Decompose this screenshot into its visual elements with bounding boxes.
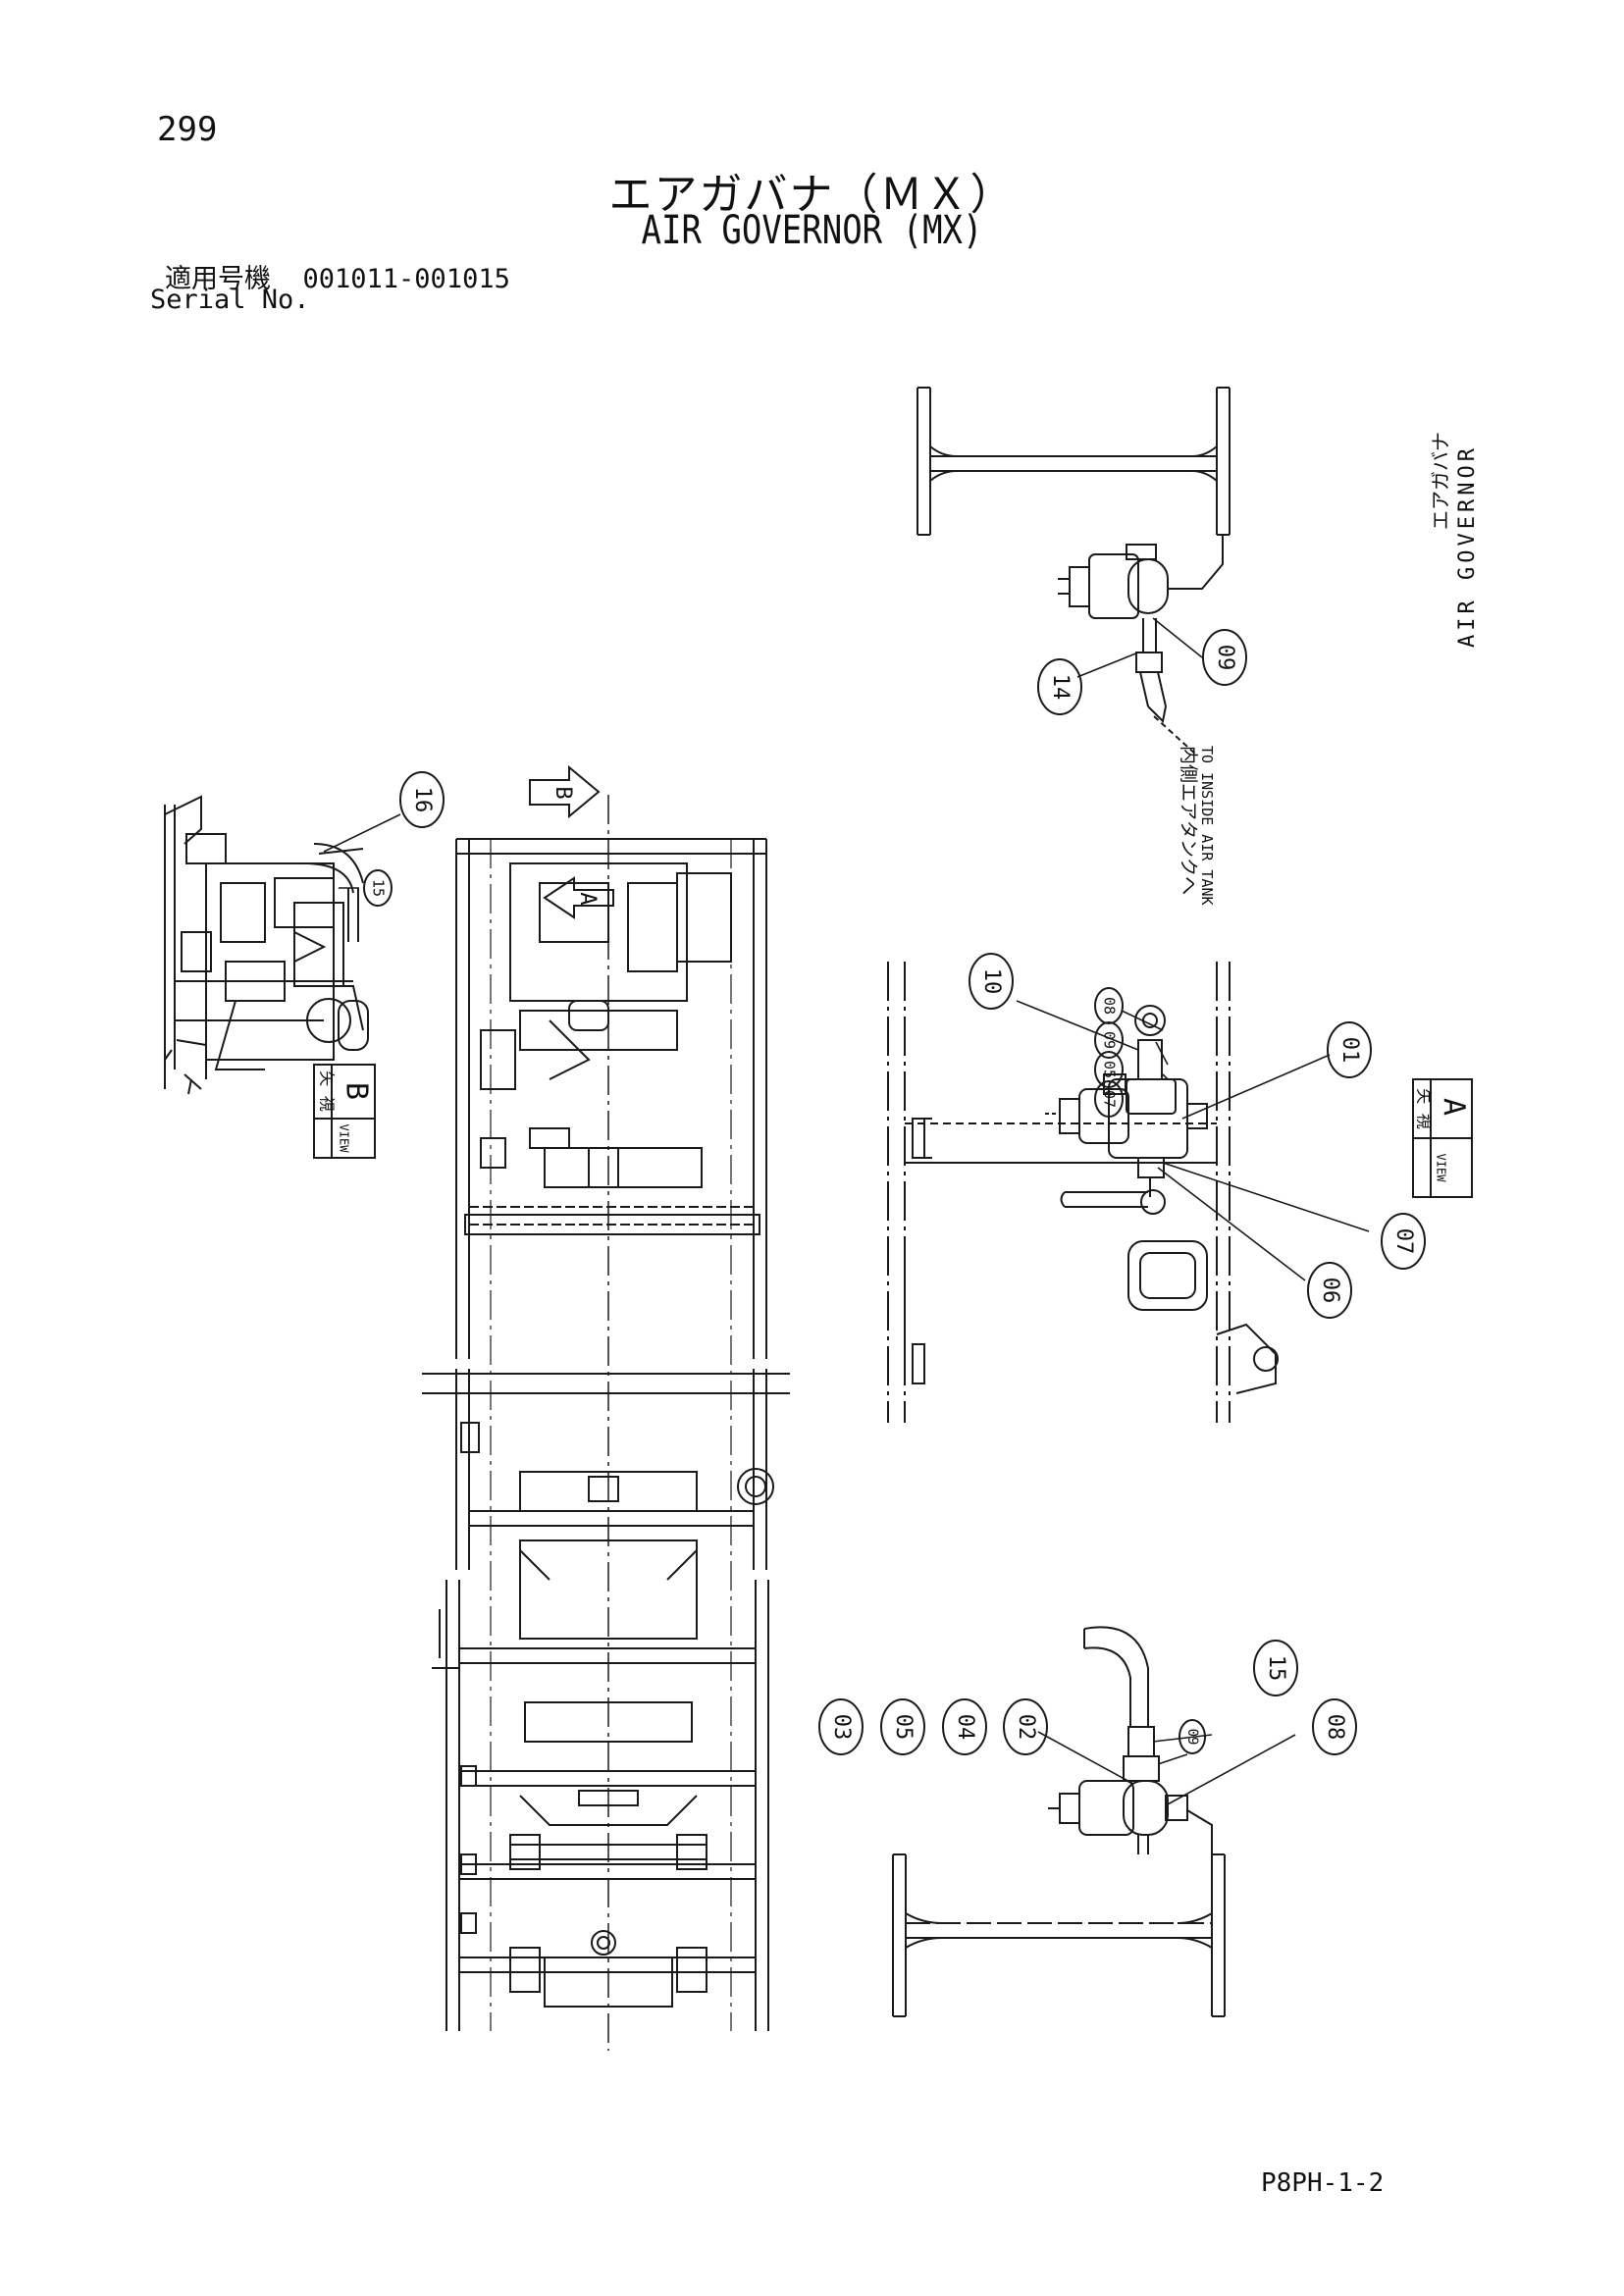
air-tank-note-jp: 内側エアタンクへ [1178,746,1199,895]
serial-label-en: Serial No. [150,285,310,315]
callout-06: 06 [1318,1278,1342,1304]
callout-02: 02 [1014,1714,1038,1741]
arrow-a-letter: A [575,892,600,905]
serial-label-jp: 適用号機 [165,264,271,294]
callout-03: 03 [829,1714,854,1741]
view-a-word: VIEW [1435,1154,1448,1183]
view-a-assembly [887,962,1279,1423]
callout-09-small: 09 [1101,1031,1119,1049]
leader-lines [323,617,1370,1806]
callout-15: 15 [1264,1655,1288,1682]
air-tank-note-en: TO INSIDE AIR TANK [1198,746,1216,906]
callout-14: 14 [1048,674,1073,701]
title-japanese: エアガバナ（ＭＸ） [608,170,1016,220]
callout-circles [363,629,1426,1755]
callout-09-top: 09 [1213,645,1237,671]
callout-10: 10 [979,968,1004,995]
callout-05: 05 [891,1714,916,1741]
title-english: AIR GOVERNOR (MX) [641,208,983,253]
callout-07: 07 [1391,1228,1416,1255]
chassis-frame [422,795,790,2051]
callout-15-viewb: 15 [370,879,388,897]
callout-08: 08 [1323,1714,1347,1741]
side-label-en: AIR GOVERNOR [1455,444,1480,648]
view-a-jp: 矢 視 [1415,1088,1434,1129]
bottom-governor-assembly [892,1626,1226,2017]
view-b-word: VIEW [338,1124,351,1154]
view-b-sketch [164,795,369,1095]
arrow-b-letter: B [550,786,575,799]
view-a-label-box [1412,1078,1473,1198]
callout-08-small: 08 [1101,997,1119,1015]
serial-line: 適用号機 001011-001015 [165,257,510,295]
view-b-letter: B [340,1082,374,1100]
callout-01: 01 [1337,1037,1362,1064]
serial-range: 001011-001015 [302,264,510,294]
view-a-letter: A [1437,1098,1471,1116]
callout-07-small: 07 [1101,1090,1119,1108]
page-number: 299 [157,110,218,149]
callout-16: 16 [410,787,435,813]
view-b-jp: 矢 視 [318,1070,337,1112]
side-label-jp: エアガバナ [1429,432,1452,530]
callout-05-small: 05 [1101,1061,1119,1078]
top-governor-assembly [917,387,1231,757]
arrow-b-marker [529,764,601,819]
callout-04: 04 [953,1714,977,1741]
page-code: P8PH-1-2 [1261,2168,1385,2198]
view-b-label-box [313,1064,376,1159]
callout-09-bottom: 09 [1184,1729,1200,1746]
arrow-a-marker [543,876,614,919]
